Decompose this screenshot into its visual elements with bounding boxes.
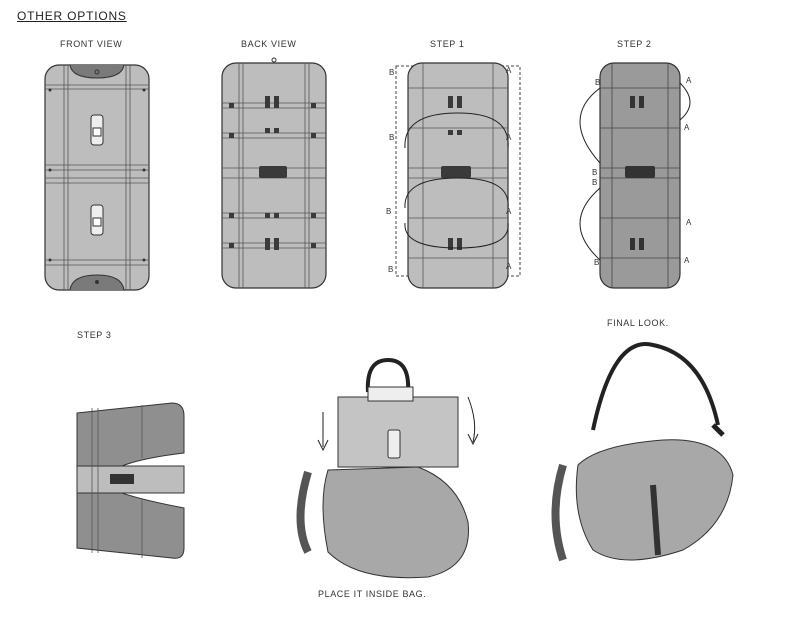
step2-marker-a2: A xyxy=(684,123,690,132)
step2-marker-b3: B xyxy=(592,178,598,187)
step1-marker-b4: B xyxy=(388,265,394,274)
step2-panel xyxy=(579,62,691,289)
bag-insert-illustration xyxy=(296,357,479,579)
back-view-label: BACK VIEW xyxy=(241,39,297,49)
step2-marker-b2: B xyxy=(592,168,598,177)
step1-marker-b1: B xyxy=(389,68,395,77)
step1-marker-a1: A xyxy=(506,66,512,75)
page-title: OTHER OPTIONS xyxy=(17,9,127,23)
place-inside-caption: PLACE IT INSIDE BAG. xyxy=(318,589,427,599)
step3-folded-panel xyxy=(76,402,185,559)
step3-label: STEP 3 xyxy=(77,330,112,340)
front-view-label: FRONT VIEW xyxy=(60,39,123,49)
front-view-panel xyxy=(44,64,150,291)
step1-marker-b3: B xyxy=(386,207,392,216)
step2-marker-a4: A xyxy=(684,256,690,265)
step2-label: STEP 2 xyxy=(617,39,652,49)
step1-marker-a4: A xyxy=(506,262,512,271)
step2-marker-b4: B xyxy=(594,258,600,267)
final-look-label: FINAL LOOK. xyxy=(607,318,669,328)
final-look-bag-illustration xyxy=(551,342,734,562)
step1-label: STEP 1 xyxy=(430,39,465,49)
step1-marker-a3: A xyxy=(506,207,512,216)
step2-marker-a1: A xyxy=(686,76,692,85)
step1-panel xyxy=(395,62,521,289)
step1-marker-b2: B xyxy=(389,133,395,142)
back-view-panel xyxy=(221,57,327,289)
step1-marker-a2: A xyxy=(506,133,512,142)
step2-marker-a3: A xyxy=(686,218,692,227)
step2-marker-b1: B xyxy=(595,78,601,87)
